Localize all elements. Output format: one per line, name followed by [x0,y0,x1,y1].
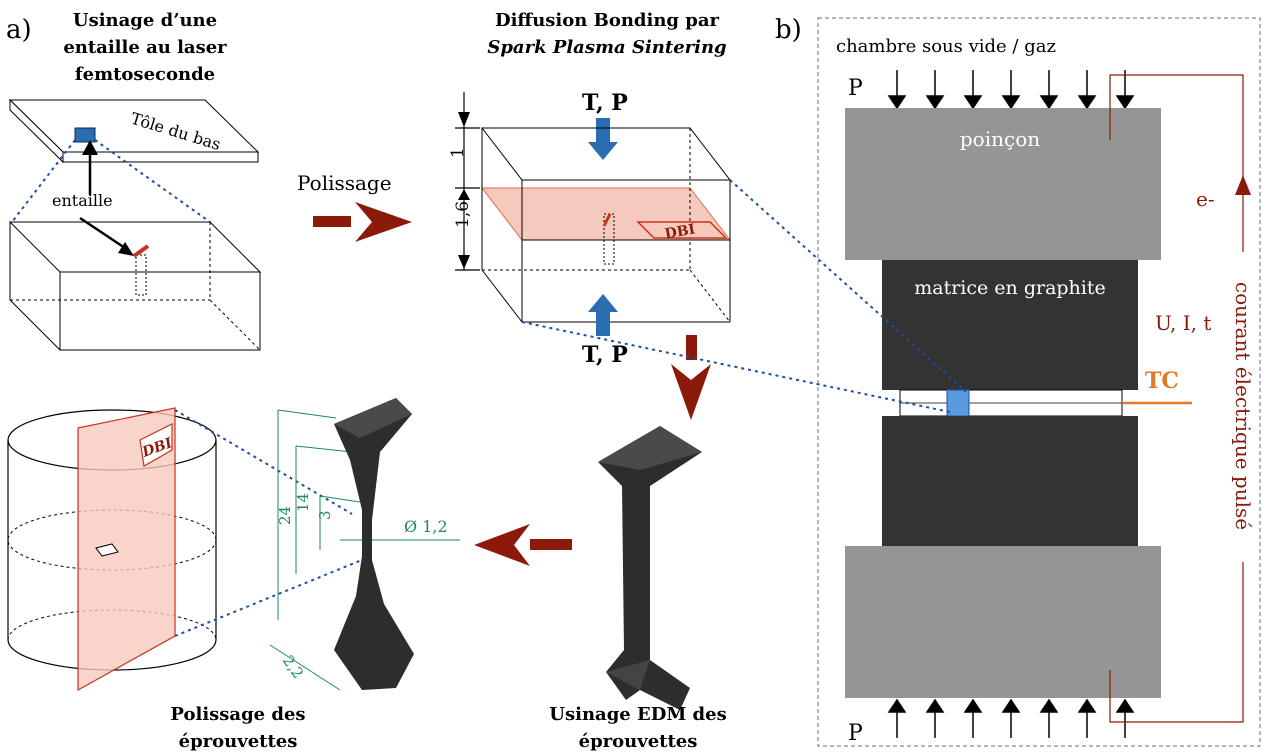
dim-top: 1 [448,147,468,158]
pressure-arrows-top [887,70,1135,110]
step2-group: Diffusion Bonding par Spark Plasma Sinte… [448,10,732,420]
step4-group: DBI 24 14 3 Ø 1,2 2,2 Polissage des épro… [7,398,460,752]
step1-group: a) Usinage d’une entaille au laser femto… [6,10,262,351]
current-label: courant électrique pulsé [1231,282,1255,530]
tp-bottom-label: T, P [582,342,628,368]
step3-title-1: Usinage EDM des [549,704,726,725]
params-label: U, I, t [1155,311,1211,335]
pressure-arrows-bottom [887,698,1135,738]
proj-line-2 [94,139,211,223]
step3-group: Usinage EDM des éprouvettes [549,426,727,752]
dim-3: 3 [316,510,334,520]
step1-title-2: entaille au laser [63,37,227,58]
step4-title-2: éprouvettes [179,731,298,752]
notched-block [8,221,262,351]
die-top [882,260,1138,390]
down-arrow [671,335,711,420]
dbi-tag: DBI [636,221,728,243]
step2-title-1: Diffusion Bonding par [495,10,720,31]
notch-pointer-head [82,140,98,155]
vacuum-chamber [817,17,1261,747]
die-label: matrice en graphite [914,277,1106,299]
polish-label: Polissage [297,171,392,195]
panel-a-label: a) [6,15,32,45]
notch-label: entaille [52,191,113,210]
p-bottom-label: P [848,721,863,746]
sps-group: b) chambre sous vide / gaz P poinçon mat… [521,15,1261,747]
sample-zone [946,389,970,417]
dim-diameter: Ø 1,2 [404,517,448,536]
dim-24: 24 [276,506,294,525]
panel-b-label: b) [775,15,802,45]
left-arrow [474,524,572,566]
notch-arrow-head [118,242,134,256]
p-top-label: P [848,76,863,101]
notch-mark [132,244,150,258]
dbi-label: DBI [664,221,697,242]
tc-label: TC [1145,368,1179,394]
notch-arrow [79,216,129,252]
notch-zone [74,127,96,143]
current-label-mask [1232,252,1254,562]
specimen-dims [269,409,460,691]
dimension-lines [455,92,480,271]
step4-title-1: Polissage des [170,704,305,725]
dim-mid: 1,6 [453,201,473,228]
dim-14: 14 [294,493,312,512]
step3-title-2: éprouvettes [579,731,698,752]
chamber-label: chambre sous vide / gaz [836,36,1056,57]
polish-arrow: Polissage [297,171,412,242]
punch-bottom [845,546,1161,698]
die-bottom [882,416,1138,546]
bottom-sheet [8,98,260,164]
electron-label: e- [1196,187,1215,211]
dim-22: 2,2 [279,652,307,682]
current-arrow-head [1235,175,1251,195]
tp-top-label: T, P [582,90,628,116]
step2-title-2: Spark Plasma Sintering [487,37,726,58]
punch-top [845,108,1161,260]
punch-label: poinçon [960,127,1040,151]
step1-title-3: femtoseconde [75,64,215,85]
step1-title-1: Usinage d’une [73,10,217,31]
proj-line-1 [11,139,76,223]
tp-bottom-arrow [588,294,618,336]
tp-top-arrow [588,118,618,160]
